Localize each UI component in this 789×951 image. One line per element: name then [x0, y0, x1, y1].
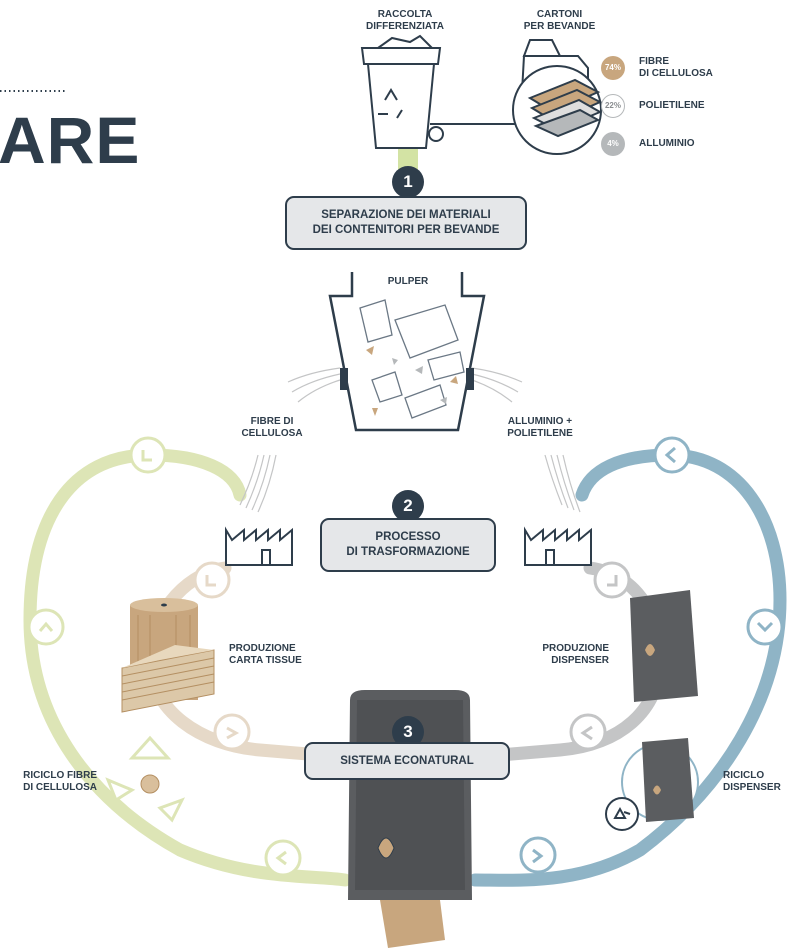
tissue-stack-icon: [121, 645, 215, 713]
arrow-circle-icon: [27, 608, 65, 646]
bin-label: RACCOLTA DIFFERENZIATA: [366, 9, 444, 32]
step-box: SEPARAZIONE DEI MATERIALI DEI CONTENITOR…: [285, 196, 527, 250]
composition-pct-badge: 4%: [601, 132, 625, 156]
arrow-circle-icon: [653, 436, 691, 474]
pulper-icon: [328, 272, 486, 432]
step-label: PROCESSO DI TRASFORMAZIONE: [346, 531, 470, 558]
recycling-bin-icon: [360, 34, 444, 149]
arrow-circle-icon: [569, 713, 607, 751]
page-title: ARE: [0, 103, 141, 177]
arrow-circle-icon: [519, 836, 557, 874]
recycle-icon: [105, 735, 186, 823]
step-number-badge: 1: [392, 166, 424, 198]
composition-pct-badge: 22%: [601, 94, 625, 118]
green-loop: [23, 448, 352, 887]
recycle-label-fibre: RICICLO FIBRE DI CELLULOSA: [23, 770, 97, 793]
step-label: SEPARAZIONE DEI MATERIALI DEI CONTENITOR…: [312, 209, 500, 236]
arrow-circle-icon: [264, 839, 302, 877]
composition-label: FIBRE DI CELLULOSA: [639, 56, 713, 79]
loop-arrow-icons: [27, 436, 784, 877]
factory-icon: [225, 526, 293, 566]
arrow-circle-icon: [129, 436, 167, 474]
carton-label: CARTONI PER BEVANDE: [523, 9, 596, 32]
arrow-circle-icon: [213, 713, 251, 751]
dispenser-small-icon: [605, 738, 699, 831]
arrow-circle-icon: [193, 561, 231, 599]
recycle-label-dispenser: RICICLO DISPENSER: [723, 770, 781, 793]
step-label: SISTEMA ECONATURAL: [340, 754, 474, 767]
stream-label-fibre: FIBRE DI CELLULOSA: [241, 416, 303, 439]
step-box: PROCESSO DI TRASFORMAZIONE: [320, 518, 496, 572]
composition-label: POLIETILENE: [639, 100, 705, 111]
step-box: SISTEMA ECONATURAL: [304, 742, 510, 780]
product-label-tissue: PRODUZIONE CARTA TISSUE: [229, 643, 302, 666]
arrow-circle-icon: [746, 608, 784, 646]
arrow-circle-icon: [593, 561, 631, 599]
factory-icon: [524, 526, 592, 566]
composition-label: ALLUMINIO: [639, 138, 695, 149]
dispenser-icon: [630, 590, 698, 702]
stream-label-alu-pe: ALLUMINIO + POLIETILENE: [507, 416, 573, 439]
pulper-label: PULPER: [387, 276, 429, 287]
carton-icon: [512, 39, 603, 155]
product-label-dispenser: PRODUZIONE DISPENSER: [542, 643, 609, 666]
blue-loop: [468, 448, 787, 887]
composition-pct-badge: 74%: [601, 56, 625, 80]
step-number-badge: 2: [392, 490, 424, 522]
pulper-wave-lines: [239, 367, 581, 513]
